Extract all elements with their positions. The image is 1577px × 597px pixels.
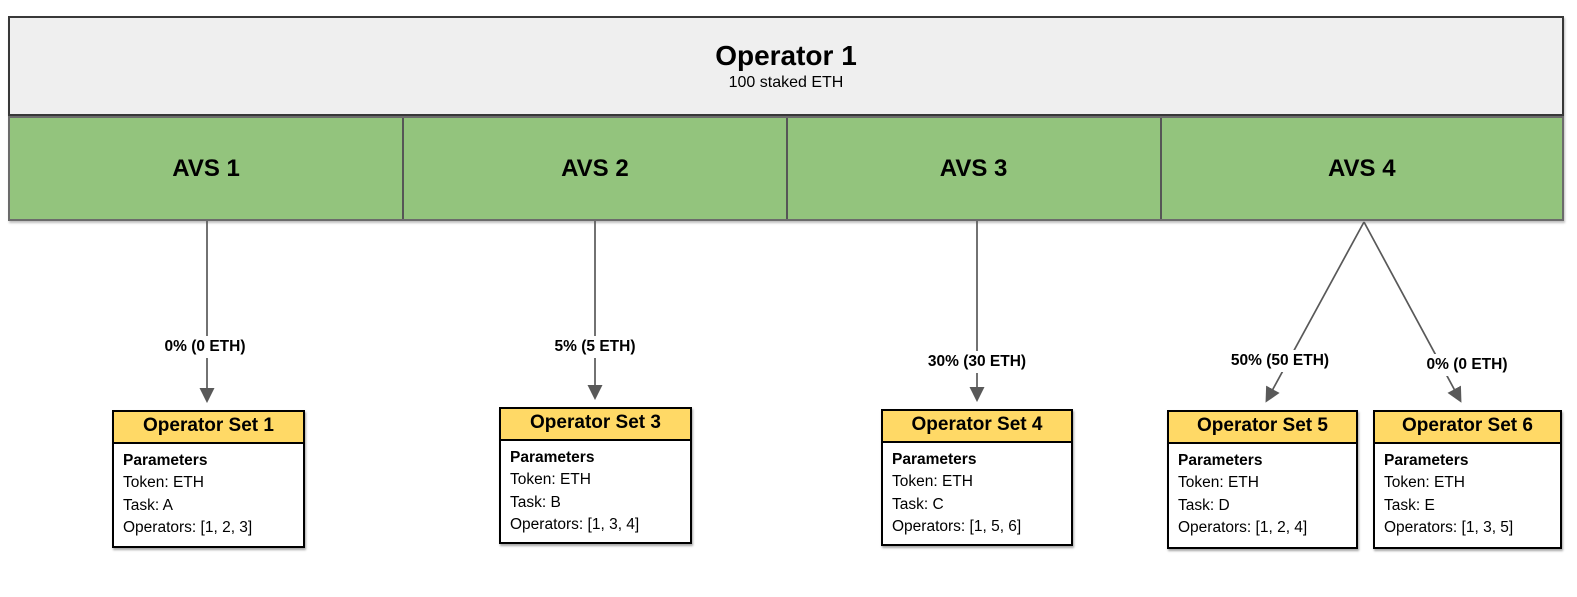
operator-set-parameters: Parameters Token: ETH Task: B Operators:… xyxy=(501,441,690,542)
param-task: Task: C xyxy=(892,495,944,513)
operator-set-card-5: Operator Set 5 Parameters Token: ETH Tas… xyxy=(1167,410,1358,549)
operator-set-title: Operator Set 5 xyxy=(1169,412,1356,444)
operator-set-parameters: Parameters Token: ETH Task: E Operators:… xyxy=(1375,444,1560,545)
param-operators: Operators: [1, 5, 6] xyxy=(892,517,1022,535)
avs-segment-3: AVS 3 xyxy=(788,118,1162,219)
operator-set-card-3: Operator Set 3 Parameters Token: ETH Tas… xyxy=(499,407,692,544)
avs-segment-4: AVS 4 xyxy=(1327,154,1396,182)
operator-set-title: Operator Set 6 xyxy=(1375,412,1560,444)
param-task: Task: B xyxy=(510,493,561,511)
param-token: Token: ETH xyxy=(123,474,204,492)
operator-stake: 100 staked ETH xyxy=(728,74,844,92)
operator-set-title: Operator Set 1 xyxy=(114,412,303,444)
operator-title: Operator 1 xyxy=(715,39,857,71)
operator-set-card-1: Operator Set 1 Parameters Token: ETH Tas… xyxy=(112,410,305,548)
arrow-avs4-set5 xyxy=(1265,221,1365,403)
param-operators: Operators: [1, 3, 4] xyxy=(510,515,640,533)
operator-set-title: Operator Set 3 xyxy=(501,409,690,441)
operator-set-card-6: Operator Set 6 Parameters Token: ETH Tas… xyxy=(1373,410,1562,549)
parameters-heading: Parameters xyxy=(1384,451,1469,469)
param-token: Token: ETH xyxy=(510,471,591,489)
allocation-label-avs4-right: 0% (0 ETH) xyxy=(1421,354,1513,376)
param-task: Task: D xyxy=(1178,496,1230,514)
operator-box: Operator 1 100 staked ETH xyxy=(8,16,1564,116)
parameters-heading: Parameters xyxy=(510,448,595,466)
avs-segment-1: AVS 1 xyxy=(10,118,405,219)
parameters-heading: Parameters xyxy=(892,450,977,468)
operator-set-parameters: Parameters Token: ETH Task: D Operators:… xyxy=(1169,444,1356,545)
param-task: Task: E xyxy=(1384,496,1435,514)
param-token: Token: ETH xyxy=(892,473,973,491)
avs-segment-2: AVS 2 xyxy=(404,118,788,219)
param-operators: Operators: [1, 2, 3] xyxy=(123,518,253,536)
operator-set-title: Operator Set 4 xyxy=(883,411,1071,443)
param-operators: Operators: [1, 3, 5] xyxy=(1384,518,1514,536)
parameters-heading: Parameters xyxy=(123,451,208,469)
allocation-label-avs4-left: 50% (50 ETH) xyxy=(1225,350,1335,372)
parameters-heading: Parameters xyxy=(1178,451,1263,469)
param-token: Token: ETH xyxy=(1384,474,1465,492)
param-task: Task: A xyxy=(123,496,173,514)
operator-set-parameters: Parameters Token: ETH Task: A Operators:… xyxy=(114,444,303,545)
allocation-label-avs1: 0% (0 ETH) xyxy=(159,336,251,358)
operator-set-parameters: Parameters Token: ETH Task: C Operators:… xyxy=(883,443,1071,544)
operator-set-card-4: Operator Set 4 Parameters Token: ETH Tas… xyxy=(881,409,1073,546)
avs-bar: AVS 1 AVS 2 AVS 3 AVS 4 xyxy=(8,116,1564,221)
allocation-label-avs2: 5% (5 ETH) xyxy=(549,336,641,358)
param-operators: Operators: [1, 2, 4] xyxy=(1178,518,1308,536)
allocation-label-avs3: 30% (30 ETH) xyxy=(922,351,1032,373)
param-token: Token: ETH xyxy=(1178,474,1259,492)
